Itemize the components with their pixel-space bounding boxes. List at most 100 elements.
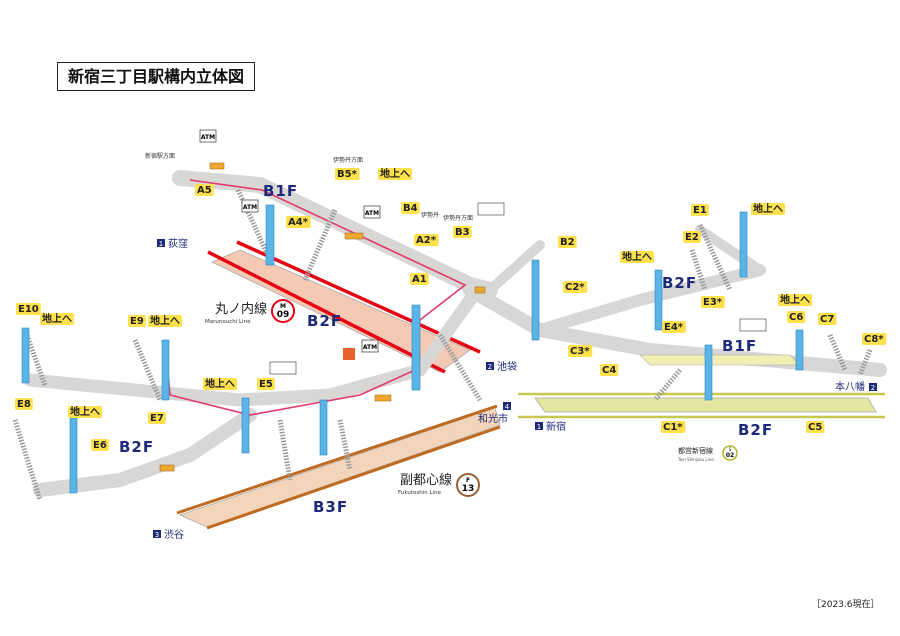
exit-label: 地上へ [753,202,783,215]
exit-label-bg [563,281,588,293]
direction-wakoshi: 4 和光市 [478,402,511,425]
floor-label: B2F [662,274,697,292]
exit-label-bg [148,412,166,424]
exit-label: 地上へ [780,293,810,306]
svg-text:池袋: 池袋 [497,360,517,373]
svg-text:4: 4 [505,403,510,411]
exit-label: E4* [664,322,684,333]
svg-text:渋谷: 渋谷 [164,528,184,541]
direction-note: 伊勢丹 [421,211,439,219]
exit-label: B4 [403,203,418,214]
exit-label: A4* [288,217,309,228]
exit-label: C4 [602,365,616,376]
exit-label-bg [203,378,237,390]
exit-label: E9 [130,316,144,327]
svg-text:ATM: ATM [363,344,377,351]
direction-note: 伊勢丹方面 [443,214,473,222]
exit-label: 地上へ [42,312,72,325]
restroom-icon [269,361,297,375]
svg-text:1: 1 [159,240,163,248]
exit-label-bg [148,315,182,327]
svg-text:ATM: ATM [243,204,257,211]
exit-label-bg [453,226,472,238]
shinjuku-concourse-b1f [639,354,801,366]
exit-label-bg [15,398,33,410]
exit-label: E7 [150,413,164,424]
exit-label-bg [568,345,593,357]
exit-label-bg [662,321,686,333]
fukutoshin-line-badge: 副都心線 Fukutoshin Line F 13 [398,472,480,497]
exit-label: 地上へ [380,167,410,180]
svg-text:副都心線: 副都心線 [400,472,452,488]
exit-label: E5 [259,379,273,390]
shinjuku-line-platform [518,392,885,419]
svg-text:1: 1 [537,423,541,431]
exit-label-bg [335,168,360,180]
elevator-shafts [21,204,804,494]
date-note: ［2023.6現在］ [812,600,880,610]
direction-shibuya: 3 渋谷 [153,528,184,541]
page-title: 新宿三丁目駅構内立体図 [57,62,255,91]
exit-label: B5* [337,169,358,180]
exit-label-bg [778,294,812,306]
exit-label-bg [787,311,806,323]
exit-label-bg [286,216,311,228]
exit-label-bg [862,333,887,345]
exit-label: 地上へ [70,405,100,418]
svg-text:F: F [466,477,470,484]
exit-label-bg [195,184,214,196]
floor-label: B2F [738,421,773,439]
exit-label-bg [378,168,412,180]
exit-label: 地上へ [622,250,652,263]
exit-label: A1 [412,274,427,285]
atm-icon: ATM [241,199,259,213]
svg-text:ATM: ATM [365,210,379,217]
atm-icon: ATM [363,205,381,219]
floor-label: B3F [313,498,348,516]
direction-note: 伊勢丹方面 [333,156,363,164]
direction-ogikubo: 1 荻窪 [157,237,188,250]
svg-text:M: M [280,303,286,310]
svg-text:2: 2 [488,363,492,371]
exit-label: B3 [455,227,470,238]
exit-label-bg [683,231,701,243]
svg-text:09: 09 [277,310,290,320]
svg-text:都営新宿線: 都営新宿線 [678,446,713,455]
atm-icon: ATM [199,129,217,143]
svg-text:2: 2 [871,384,875,392]
exit-label: E8 [17,399,31,410]
exit-label-bg [91,439,109,451]
exit-label: C7 [820,314,834,325]
exit-label: E10 [18,304,39,315]
aed-icon [343,348,355,360]
floor-label: B1F [722,337,757,355]
svg-text:新宿: 新宿 [546,420,566,433]
restroom-icon [477,202,505,216]
ticket-gate [159,162,486,472]
exit-label: C1* [663,422,683,433]
svg-text:和光市: 和光市 [478,412,508,425]
exit-label-bg [751,203,785,215]
svg-text:13: 13 [462,484,475,494]
svg-text:S: S [729,447,732,452]
direction-motoyawata: 本八幡 2 [835,380,877,393]
exit-label: 地上へ [205,377,235,390]
marunouchi-line-badge: 丸ノ内線 Marunouchi Line M 09 [205,299,295,325]
shinjuku-line-badge: 都営新宿線 Toei Shinjuku Line S 02 [677,445,738,462]
svg-text:Marunouchi Line: Marunouchi Line [205,319,251,325]
floor-label: B2F [119,438,154,456]
exit-label: A5 [197,185,212,196]
exit-label: C3* [570,346,590,357]
exit-label: 地上へ [150,314,180,327]
exit-label-bg [620,251,654,263]
exit-label-bg [558,236,577,248]
exit-label-bg [401,202,420,214]
svg-text:本八幡: 本八幡 [835,380,865,393]
exit-label-bg [257,378,275,390]
svg-text:ATM: ATM [201,134,215,141]
svg-text:Toei Shinjuku Line: Toei Shinjuku Line [677,457,714,462]
exit-label-bg [68,406,102,418]
exit-label: E6 [93,440,107,451]
